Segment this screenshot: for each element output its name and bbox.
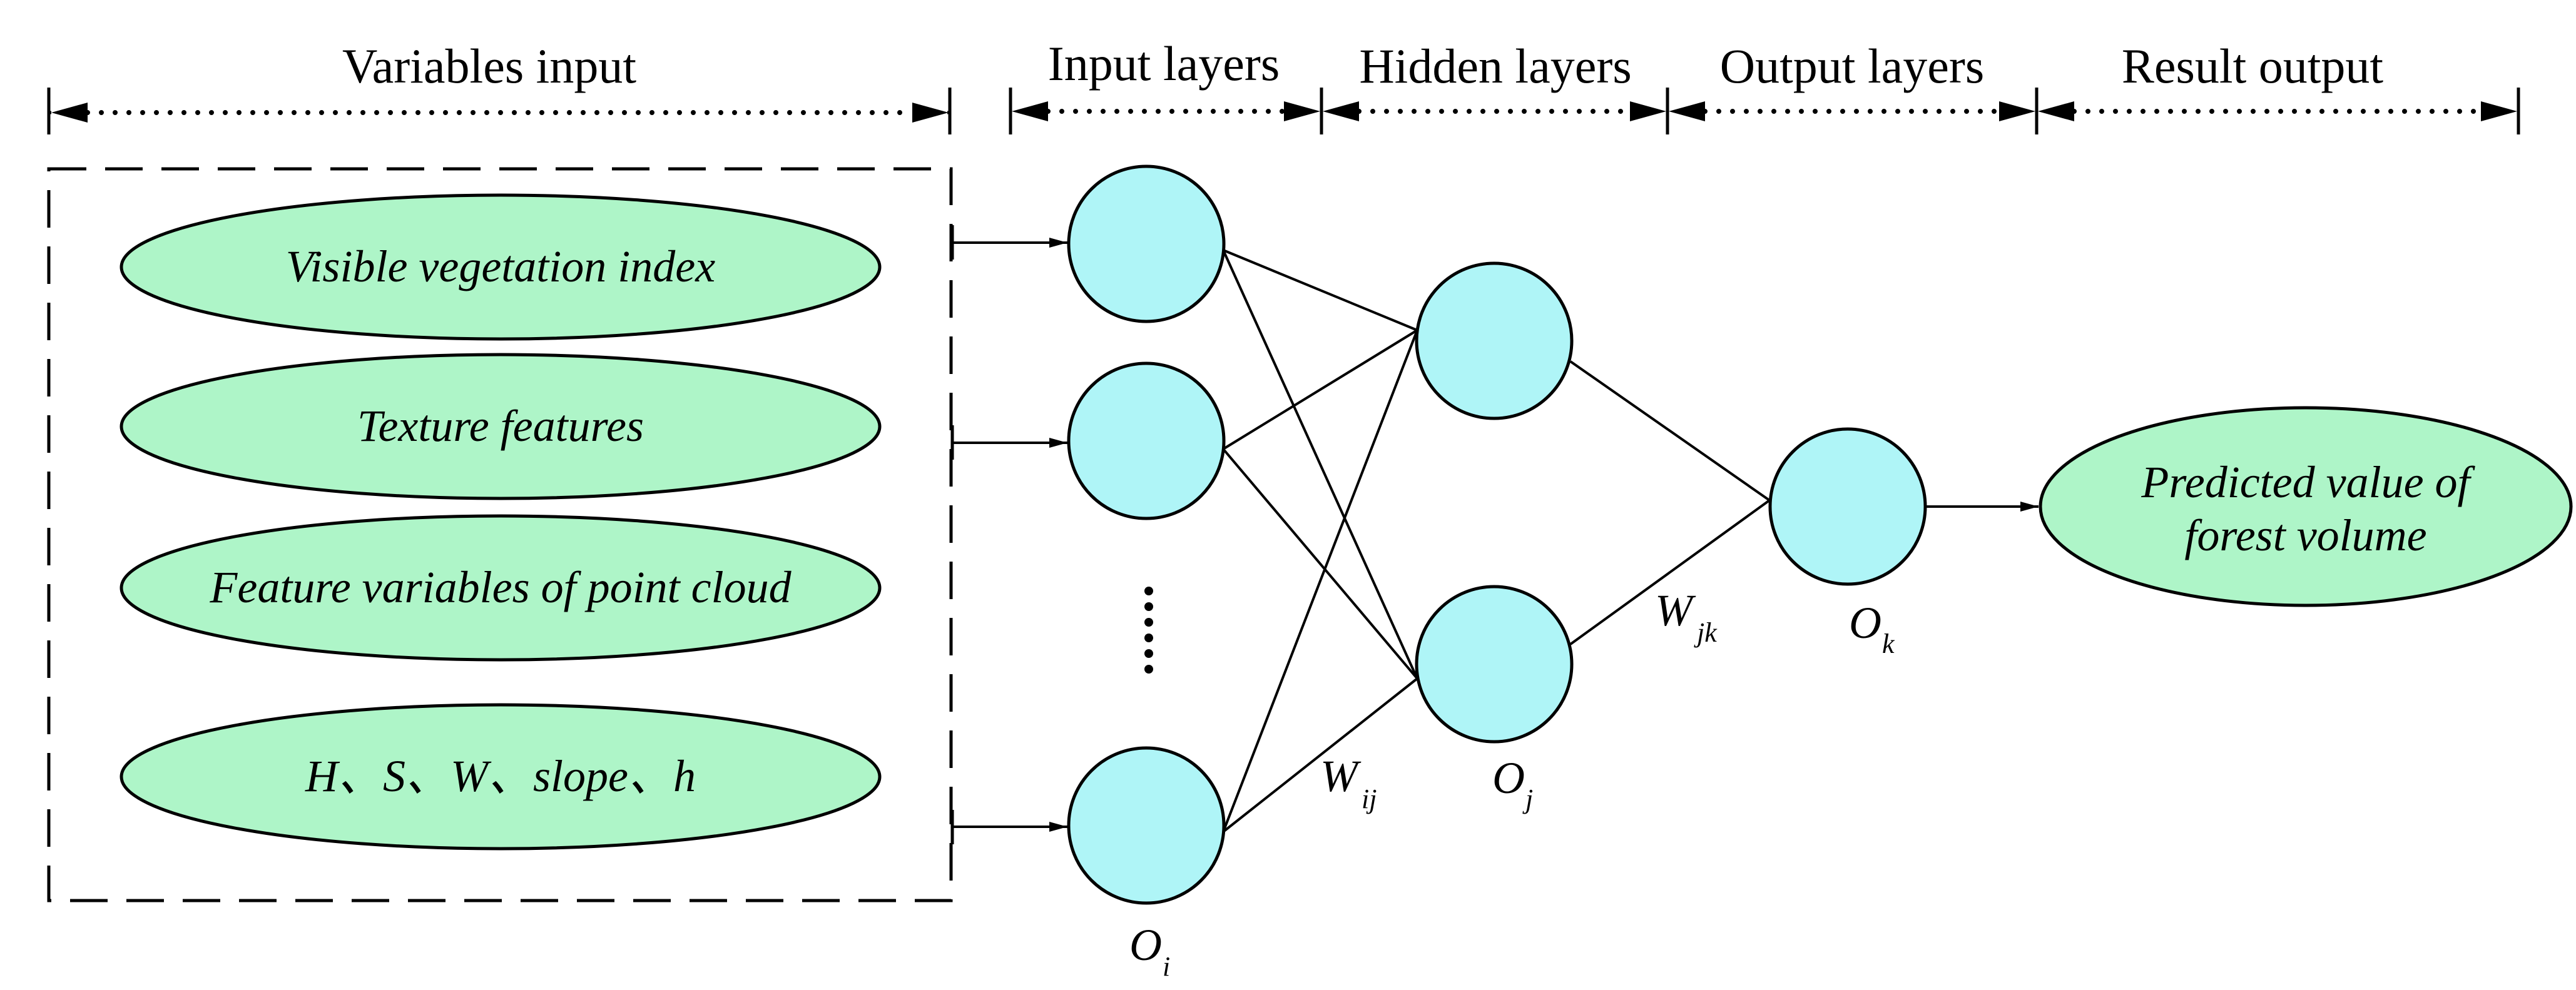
header-input-layers: Input layers [1048,36,1280,91]
header-bracket-result-output: Result output [2038,39,2520,134]
input-variable-hsw-slope-h: H、S、W、slope、h [120,703,882,851]
input-node-n [1067,746,1226,905]
header-bracket-input-layers: Input layers [1009,36,1323,134]
svg-text:j: j [1522,784,1533,814]
symbol-o-i: O i [1129,920,1170,982]
svg-text:O: O [1849,598,1881,648]
svg-text:W: W [1655,585,1696,635]
vertical-ellipsis [1144,587,1153,674]
output-node [1768,427,1927,586]
header-bracket-hidden-layers: Hidden layers [1323,39,1669,134]
header-bracket-output-layers: Output layers [1669,39,2039,134]
input-node-1 [1067,164,1226,323]
result-label-line1: Predicted value of [2141,457,2475,507]
hidden-node-2 [1415,585,1574,744]
connections-input-hidden [1222,249,1418,833]
input-variable-visible-vegetation-index: Visible vegetation index [120,193,882,341]
header-variables-input: Variables input [342,39,636,93]
result-label-line2: forest volume [2184,510,2426,560]
svg-text:O: O [1492,753,1525,803]
header-bracket-variables-input: Variables input [47,39,952,134]
svg-text:W: W [1320,751,1362,801]
result-output-ellipse: Predicted value of forest volume [2039,406,2573,607]
symbol-w-ij: W ij [1320,751,1377,814]
input-label: Visible vegetation index [286,241,715,291]
connections-hidden-output [1569,360,1771,645]
svg-text:ij: ij [1362,784,1377,814]
hidden-node-1 [1415,261,1574,420]
input-node-2 [1067,361,1226,520]
input-variable-texture-features: Texture features [120,353,882,500]
svg-text:i: i [1163,951,1170,982]
symbol-w-jk: W jk [1655,585,1718,648]
input-arrows [950,225,1067,844]
svg-text:O: O [1129,920,1162,970]
variables-input-box [47,167,953,902]
symbol-o-j: O j [1492,753,1533,814]
header-hidden-layers: Hidden layers [1359,39,1631,93]
input-label: Feature variables of point cloud [209,562,792,612]
svg-text:jk: jk [1694,617,1718,648]
header-result-output: Result output [2122,39,2384,93]
input-label: Texture features [357,401,644,451]
symbol-o-k: O k [1849,598,1895,659]
svg-text:k: k [1882,629,1895,659]
input-label: H、S、W、slope、h [305,751,696,801]
input-variable-point-cloud-features: Feature variables of point cloud [120,514,882,662]
header-output-layers: Output layers [1720,39,1984,93]
